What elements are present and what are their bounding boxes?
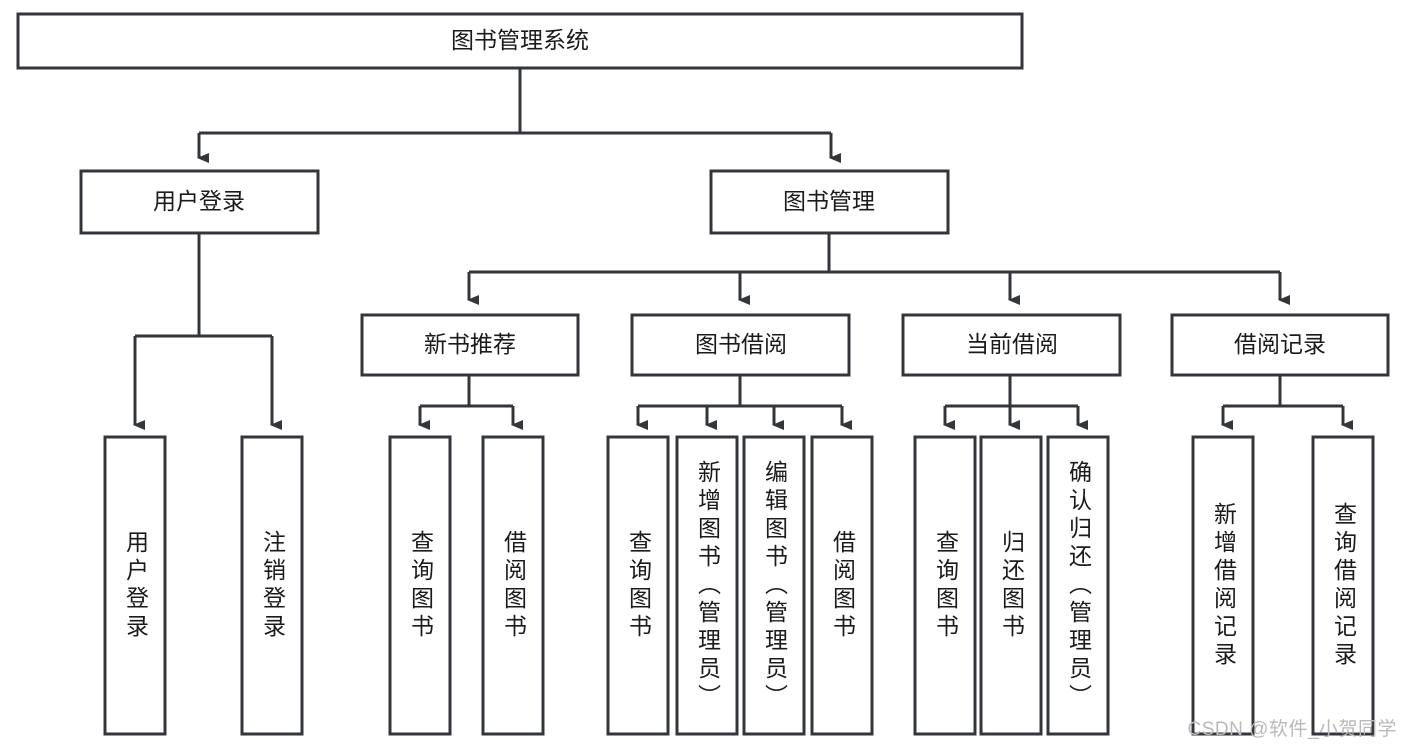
leaf-box-query-book-1[interactable] bbox=[388, 435, 452, 736]
node-new-book-recommend[interactable]: 新书推荐 bbox=[360, 313, 580, 377]
node-book-manage[interactable]: 图书管理 bbox=[709, 169, 950, 235]
leaf-box-query-book-2[interactable] bbox=[606, 435, 670, 736]
node-new-book-recommend-label: 新书推荐 bbox=[424, 331, 516, 357]
node-book-borrow[interactable]: 图书借阅 bbox=[630, 313, 851, 377]
leaf-boxes bbox=[103, 435, 1375, 736]
leaf-box-query-book-3[interactable] bbox=[913, 435, 977, 736]
connector-bookmanage-to-level3 bbox=[467, 232, 1290, 305]
node-book-manage-label: 图书管理 bbox=[783, 188, 875, 214]
connector-currentborrow-to-leaves bbox=[943, 375, 1088, 430]
node-user-login[interactable]: 用户登录 bbox=[79, 169, 320, 235]
node-borrow-record[interactable]: 借阅记录 bbox=[1170, 313, 1390, 377]
leaf-box-user-logout[interactable] bbox=[240, 435, 304, 736]
leaf-box-return-book[interactable] bbox=[979, 435, 1043, 736]
node-book-borrow-label: 图书借阅 bbox=[695, 331, 787, 357]
node-current-borrow[interactable]: 当前借阅 bbox=[901, 313, 1122, 377]
node-borrow-record-label: 借阅记录 bbox=[1234, 331, 1326, 357]
connector-userlogin-to-leaves bbox=[133, 233, 282, 430]
csdn-watermark: CSDN @软件_小贺同学 bbox=[1187, 719, 1397, 740]
leaf-box-add-record[interactable] bbox=[1191, 435, 1255, 736]
leaf-box-user-login[interactable] bbox=[103, 435, 167, 736]
leaf-box-borrow-book-1[interactable] bbox=[481, 435, 545, 736]
leaf-box-query-record[interactable] bbox=[1311, 435, 1375, 736]
leaf-box-confirm-return[interactable] bbox=[1046, 435, 1110, 736]
leaf-box-edit-book[interactable] bbox=[742, 435, 806, 736]
connector-bookborrow-to-leaves bbox=[636, 375, 852, 430]
connector-borrowrecord-to-leaves bbox=[1221, 375, 1353, 430]
node-current-borrow-label: 当前借阅 bbox=[966, 331, 1058, 357]
leaf-box-borrow-book-2[interactable] bbox=[810, 435, 874, 736]
node-user-login-label: 用户登录 bbox=[153, 188, 245, 214]
node-root[interactable]: 图书管理系统 bbox=[16, 12, 1024, 70]
connector-root-to-level2 bbox=[197, 68, 841, 163]
node-root-label: 图书管理系统 bbox=[451, 27, 589, 53]
connector-newbook-to-leaves bbox=[418, 375, 523, 430]
leaf-box-add-book[interactable] bbox=[675, 435, 739, 736]
